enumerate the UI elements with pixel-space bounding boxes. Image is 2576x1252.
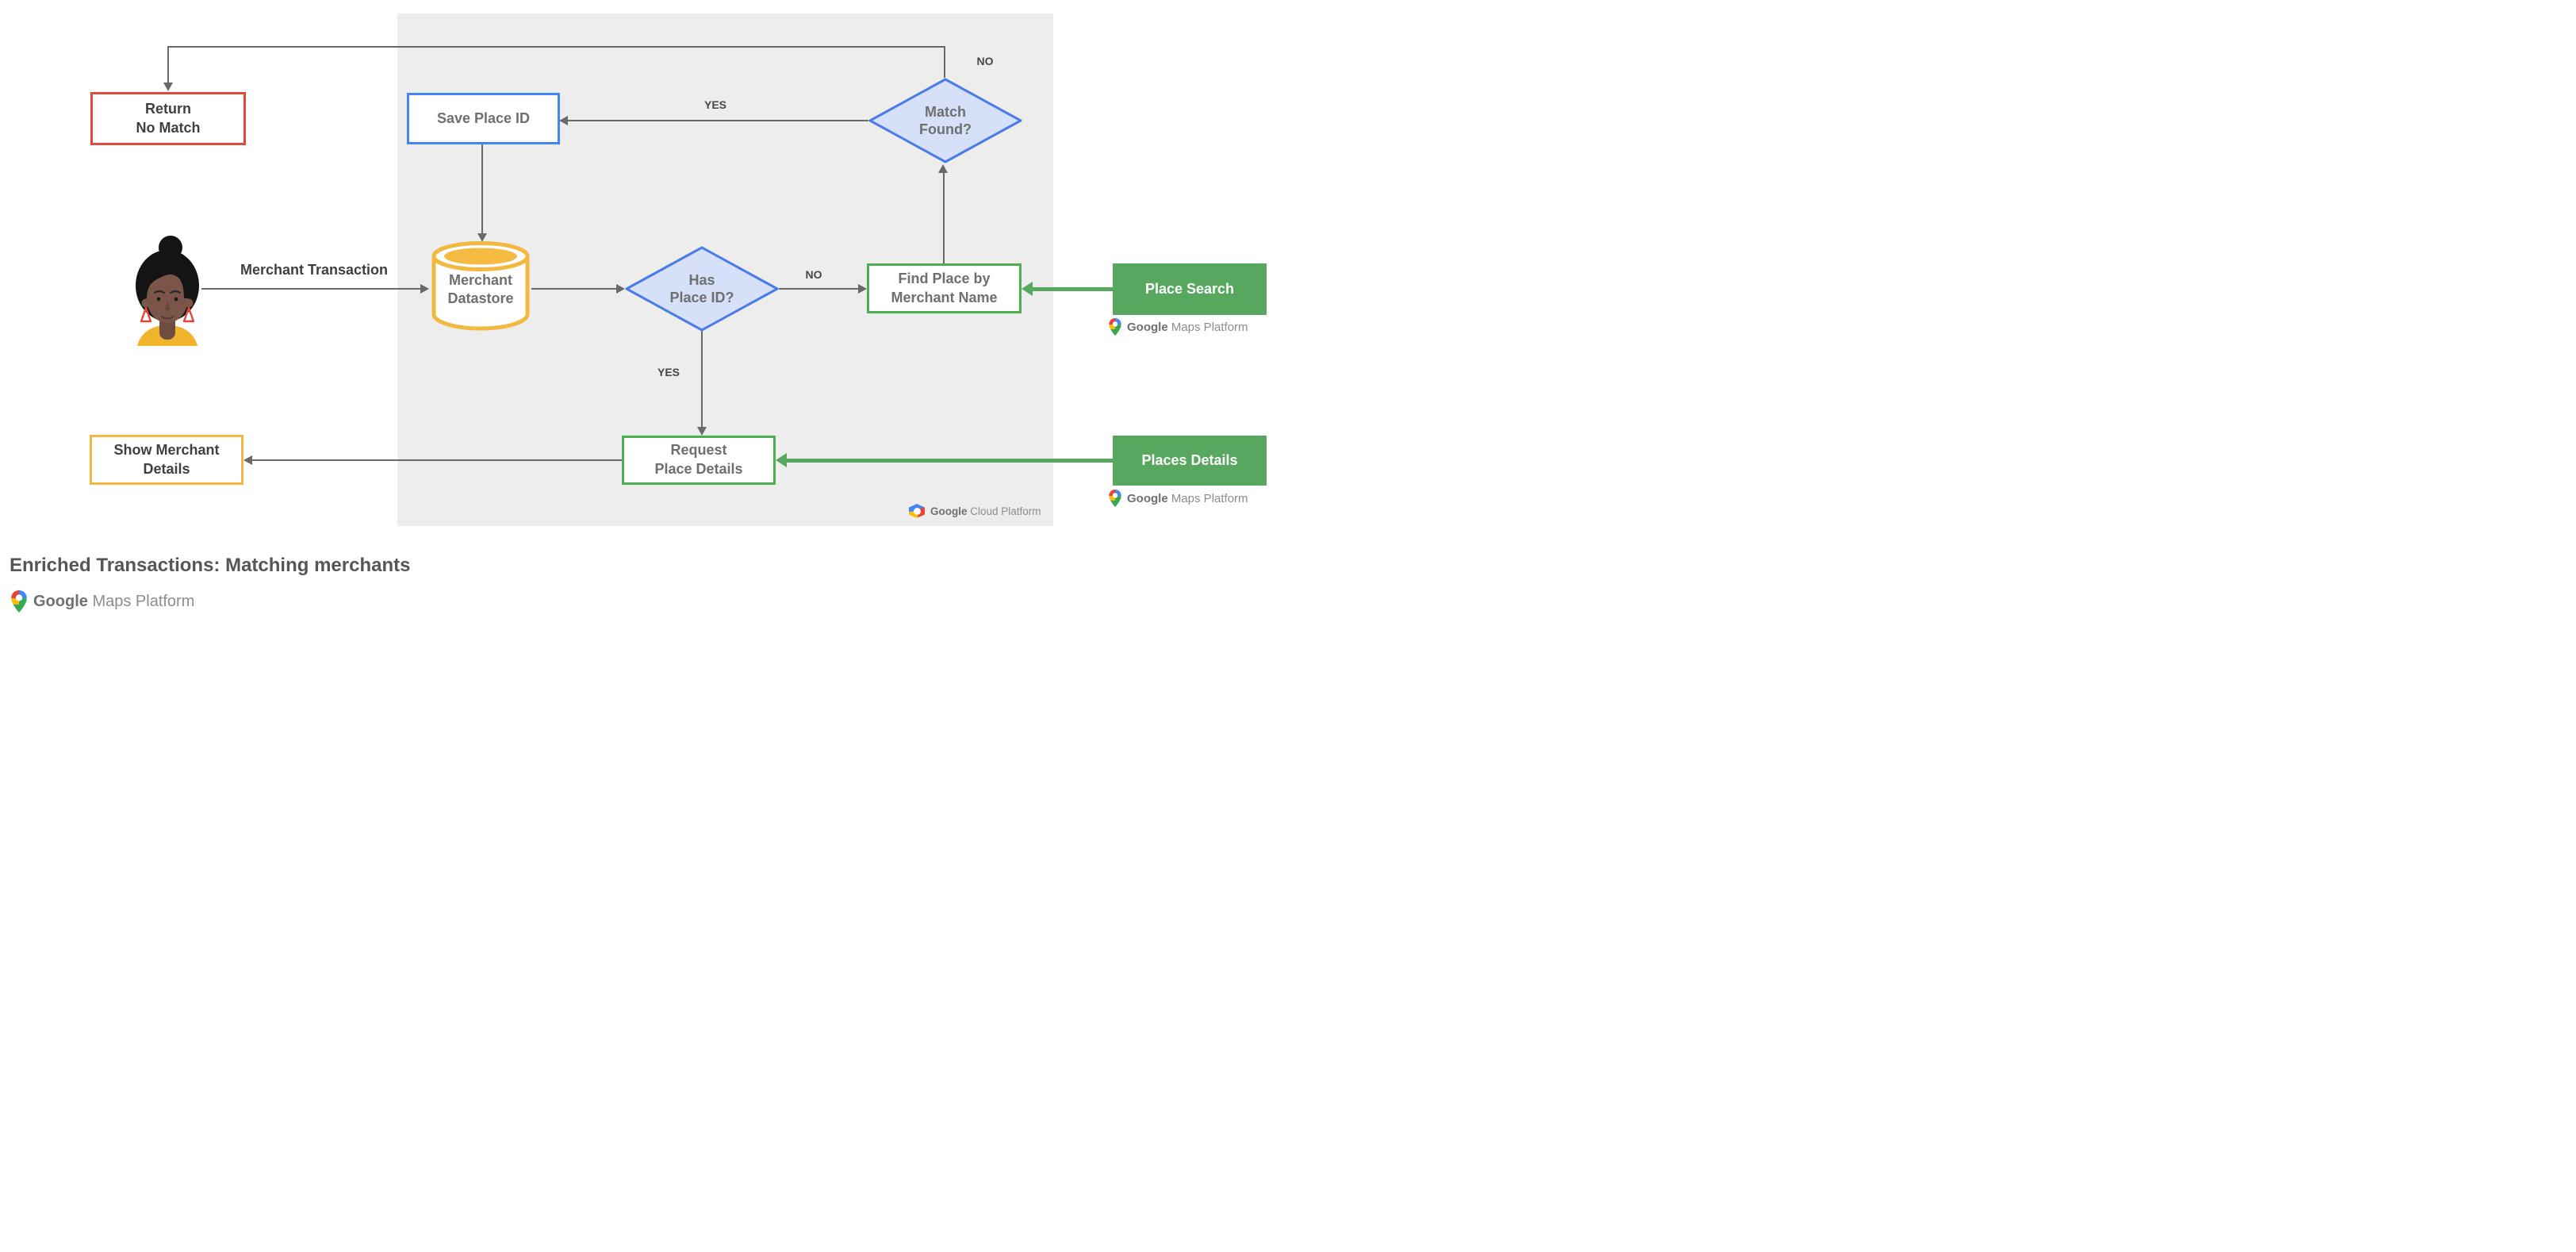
edge-yes-to-save-line [568,120,868,121]
node-has-place-id-line2: Place ID? [669,290,734,305]
edge-placesdetails-to-request-line [787,459,1113,463]
node-places-details-api: Places Details [1113,436,1267,486]
node-place-search-label: Place Search [1144,280,1235,297]
node-merchant-datastore-line1: Merchant [448,272,512,288]
gmp-product-text: Maps Platform [1167,320,1248,334]
flowchart-canvas: Merchant Transaction NO YES YES NO Retur… [0,0,1288,626]
edge-no-to-return-drop [167,46,169,83]
gmp-logo-places-details: Google Maps Platform [1109,490,1248,507]
node-match-found: Match Found? [868,78,1022,163]
gmp-google-text: Google [1127,320,1168,334]
edge-request-to-show-line [252,459,622,461]
google-maps-pin-icon [1109,318,1121,336]
page-title: Enriched Transactions: Matching merchant… [10,555,411,576]
edge-transaction-arrowhead [420,284,429,294]
gmp-google-text: Google [1127,491,1168,505]
node-match-found-line2: Found? [919,121,972,137]
diamond-shape [625,246,779,332]
edge-label-yes-request: YES [657,366,680,378]
node-places-details-label: Places Details [1141,451,1238,468]
google-maps-pin-icon [1109,490,1121,507]
node-save-place-id: Save Place ID [407,93,560,144]
gcp-google-text: Google [930,505,968,517]
edge-yes-to-save-arrowhead [559,116,568,125]
edge-yes-to-request-line [701,331,703,427]
node-show-merchant-details: Show Merchant Details [90,435,243,485]
gmp-wordmark: Google Maps Platform [1127,321,1248,334]
edge-label-yes-save: YES [703,98,727,111]
node-find-place-line2: Merchant Name [891,289,998,305]
node-has-place-id-line1: Has [688,271,715,288]
gmp-wordmark: Google Maps Platform [1127,492,1248,505]
node-return-no-match: Return No Match [90,92,246,145]
edge-no-to-return-line [168,46,945,48]
node-has-place-id: Has Place ID? [625,246,779,332]
node-match-found-line1: Match [924,103,966,120]
edge-save-to-datastore-arrowhead [477,233,487,242]
gcp-product-text: Cloud Platform [967,505,1041,517]
edge-no-to-find-line [779,288,858,290]
edge-placesearch-to-find-line [1033,287,1113,291]
edge-datastore-to-hasid-arrowhead [616,284,625,294]
edge-find-to-match-arrowhead [938,164,948,173]
edge-request-to-show-arrowhead [243,455,252,465]
node-place-search-api: Place Search [1113,263,1267,315]
edge-placesearch-to-find-arrowhead [1022,282,1033,296]
google-cloud-hexagon-icon [909,504,925,518]
node-request-place-details-line2: Place Details [654,461,743,477]
node-return-no-match-line2: No Match [136,119,201,136]
node-find-place-by-merchant-name: Find Place by Merchant Name [867,263,1022,313]
node-merchant-datastore-line2: Datastore [447,290,514,307]
gmp-logo-footer: Google Maps Platform [11,590,194,613]
edge-datastore-to-hasid-line [531,288,616,290]
edge-no-to-return-riser [944,46,945,78]
edge-label-merchant-transaction: Merchant Transaction [240,262,389,278]
gmp-google-text: Google [33,592,88,610]
gmp-product-text: Maps Platform [1167,491,1248,505]
gmp-wordmark: Google Maps Platform [33,593,194,611]
node-merchant-datastore-cylinder [431,241,530,331]
node-request-place-details-line1: Request [670,442,727,459]
edge-label-no-find: NO [805,268,822,281]
gcp-wordmark: Google Cloud Platform [930,505,1041,517]
diamond-shape [868,78,1022,163]
edge-find-to-match-line [943,173,945,263]
gmp-logo-place-search: Google Maps Platform [1109,318,1248,336]
node-request-place-details: Request Place Details [622,436,776,485]
edge-transaction-line [201,288,420,290]
node-save-place-id-label: Save Place ID [436,109,531,126]
edge-no-to-find-arrowhead [858,284,867,294]
node-return-no-match-line1: Return [145,100,191,117]
node-show-merchant-details-line1: Show Merchant [113,441,220,458]
node-merchant-datastore-label: Merchant Datastore [430,271,531,309]
node-show-merchant-details-line2: Details [143,460,190,477]
edge-label-no-return: NO [976,55,994,67]
google-maps-pin-icon [11,590,27,613]
gcp-logo: Google Cloud Platform [909,504,1041,518]
edge-yes-to-request-arrowhead [697,427,707,436]
merchant-user-avatar-icon [136,236,199,346]
edge-save-to-datastore-line [481,144,483,233]
node-find-place-line1: Find Place by [898,270,991,286]
gmp-product-text: Maps Platform [87,592,195,610]
edge-placesdetails-to-request-arrowhead [776,453,787,467]
edge-no-to-return-arrowhead [163,83,173,91]
